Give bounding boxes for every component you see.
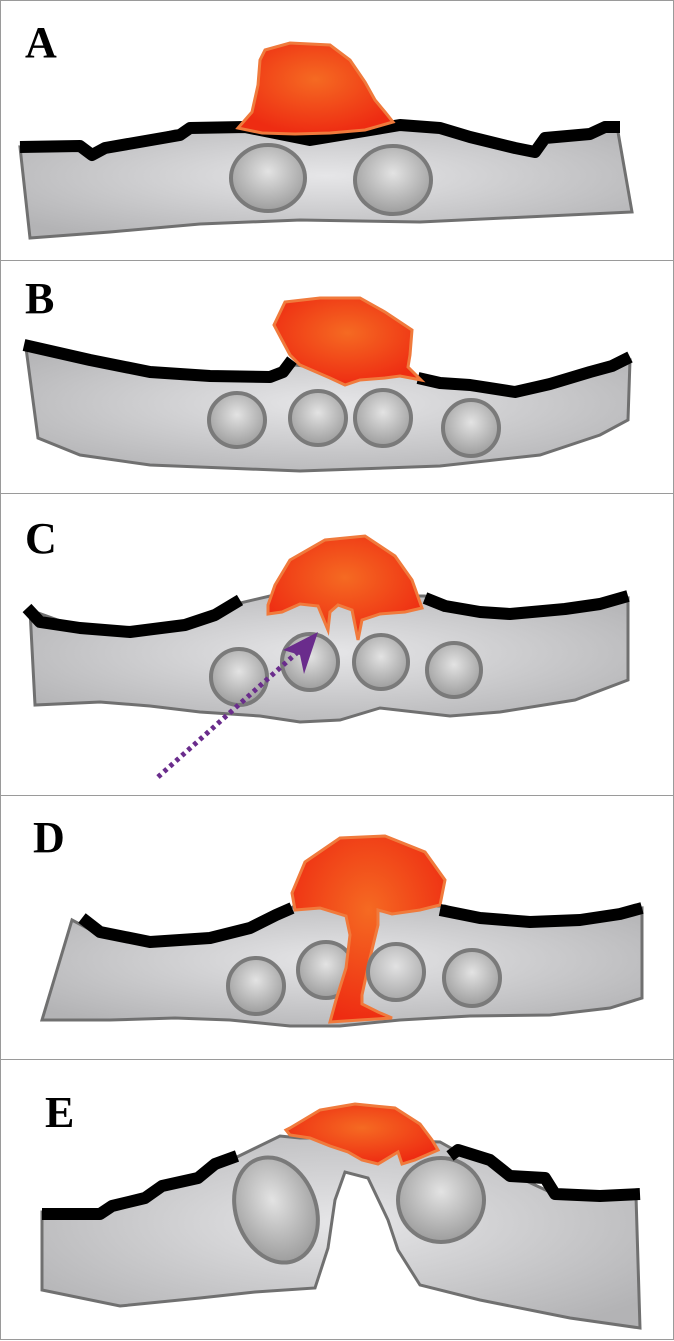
panel-d-nucleus-3: [366, 942, 426, 1002]
panel-e-label: E: [45, 1088, 74, 1137]
panel-b-nucleus-1: [207, 391, 267, 449]
panel-b: B: [0, 260, 674, 494]
panel-b-invader: [272, 296, 426, 387]
panel-d-nucleus-1: [226, 956, 286, 1016]
panel-c-nucleus-3: [352, 633, 410, 691]
panel-c-nucleus-4: [425, 641, 483, 699]
panel-d: D: [0, 795, 674, 1060]
panel-c-membrane-right: [422, 590, 630, 620]
panel-b-label: B: [25, 274, 54, 323]
panel-b-membrane: [22, 339, 297, 383]
panel-c-label: C: [25, 514, 57, 563]
panel-e: E: [0, 1059, 674, 1340]
panel-d-invader: [290, 834, 447, 1024]
panel-b-nucleus-2: [288, 389, 348, 447]
panel-a-label: A: [25, 18, 57, 67]
panel-c-invader: [266, 534, 424, 641]
panel-e-membrane-right: [446, 1144, 641, 1202]
panel-b-membrane-right: [416, 351, 633, 398]
panel-e-invader: [283, 1102, 441, 1166]
dotted-arrow-icon: [283, 632, 318, 674]
panel-a-nucleus-2: [353, 144, 433, 216]
panel-a-nucleus-1: [229, 143, 307, 213]
panel-d-membrane-left: [78, 902, 295, 948]
panel-a-invader: [235, 41, 396, 136]
panel-e-nucleus-1: [232, 1155, 320, 1265]
panel-d-label: D: [33, 813, 65, 862]
panel-c-membrane-left: [22, 594, 244, 638]
panel-b-nucleus-4: [441, 398, 501, 458]
panel-e-membrane-left: [42, 1150, 240, 1220]
panel-b-nucleus-3: [353, 388, 413, 448]
panel-c-nucleus-1: [209, 647, 269, 707]
panel-e-nucleus-2: [396, 1156, 486, 1244]
panel-a: A: [0, 0, 674, 261]
panel-d-nucleus-4: [442, 948, 502, 1008]
panel-d-membrane-right: [438, 902, 644, 928]
panel-a-membrane: [19, 119, 620, 161]
panel-c: C: [0, 493, 674, 796]
